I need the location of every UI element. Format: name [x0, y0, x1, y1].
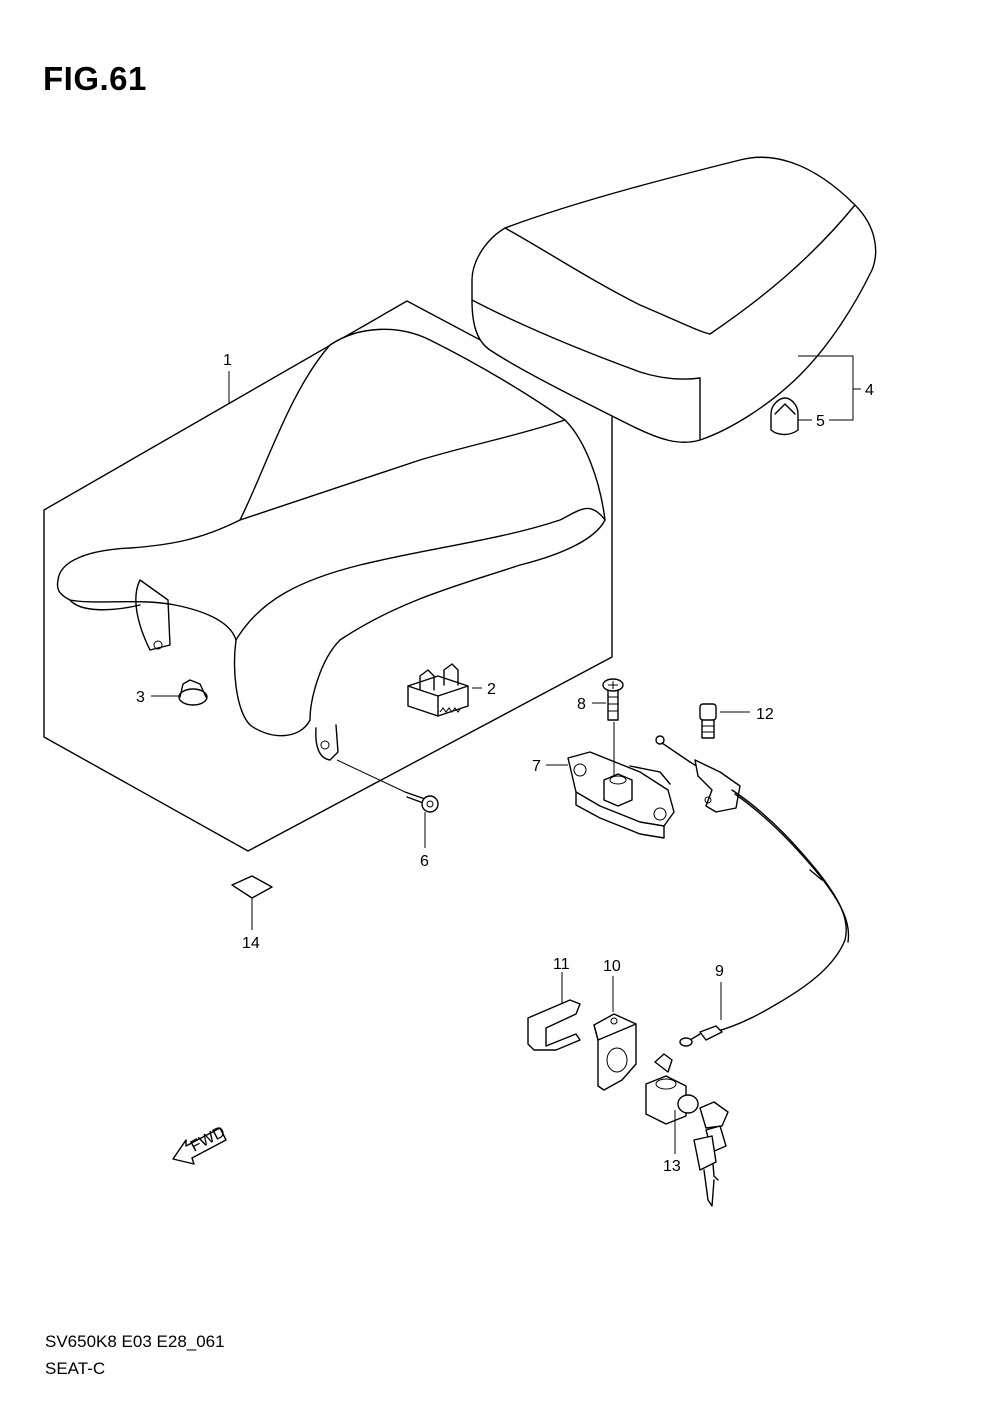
callout-9: 9	[715, 963, 724, 980]
callout-11: 11	[553, 956, 570, 973]
callout-8: 8	[577, 696, 586, 713]
callout-13: 13	[663, 1158, 681, 1175]
rear-cushion[interactable]	[770, 397, 799, 436]
callout-7: 7	[532, 758, 541, 775]
fwd-label: FWD	[188, 1123, 228, 1155]
lock-set[interactable]	[645, 1053, 729, 1207]
model-code: SV650K8 E03 E28_061	[45, 1332, 225, 1351]
clip-11[interactable]	[527, 999, 581, 1051]
rear-seat[interactable]	[471, 156, 877, 443]
callout-10: 10	[603, 958, 621, 975]
seat-label[interactable]	[231, 875, 273, 899]
callout-3: 3	[136, 689, 145, 706]
front-seat[interactable]	[56, 328, 606, 761]
seat-lock-cable[interactable]	[655, 735, 850, 1047]
callout-labels: 1 2 3 4 5 6 7 8 9 10 11 12 13 14	[136, 352, 874, 1175]
cushion-block[interactable]	[407, 663, 469, 717]
seat-cushion[interactable]	[178, 679, 208, 706]
callout-14: 14	[242, 935, 260, 952]
bolt-6[interactable]	[404, 791, 439, 813]
callout-2: 2	[487, 681, 496, 698]
section-name: SEAT-C	[45, 1359, 106, 1378]
callout-12: 12	[756, 706, 774, 723]
callout-1: 1	[223, 352, 232, 369]
front-seat-frame	[43, 300, 613, 852]
leader-lines	[151, 355, 861, 1154]
figure-title: FIG.61	[43, 60, 147, 97]
forward-arrow-icon: FWD	[172, 1123, 228, 1165]
bracket-10[interactable]	[593, 1013, 637, 1091]
callout-4: 4	[865, 382, 874, 399]
front-seat-group	[43, 300, 613, 852]
callout-6: 6	[420, 853, 429, 870]
bolt-12[interactable]	[699, 703, 717, 739]
callout-5: 5	[816, 413, 825, 430]
screw-8[interactable]	[602, 678, 624, 721]
seat-lock[interactable]	[567, 751, 675, 839]
